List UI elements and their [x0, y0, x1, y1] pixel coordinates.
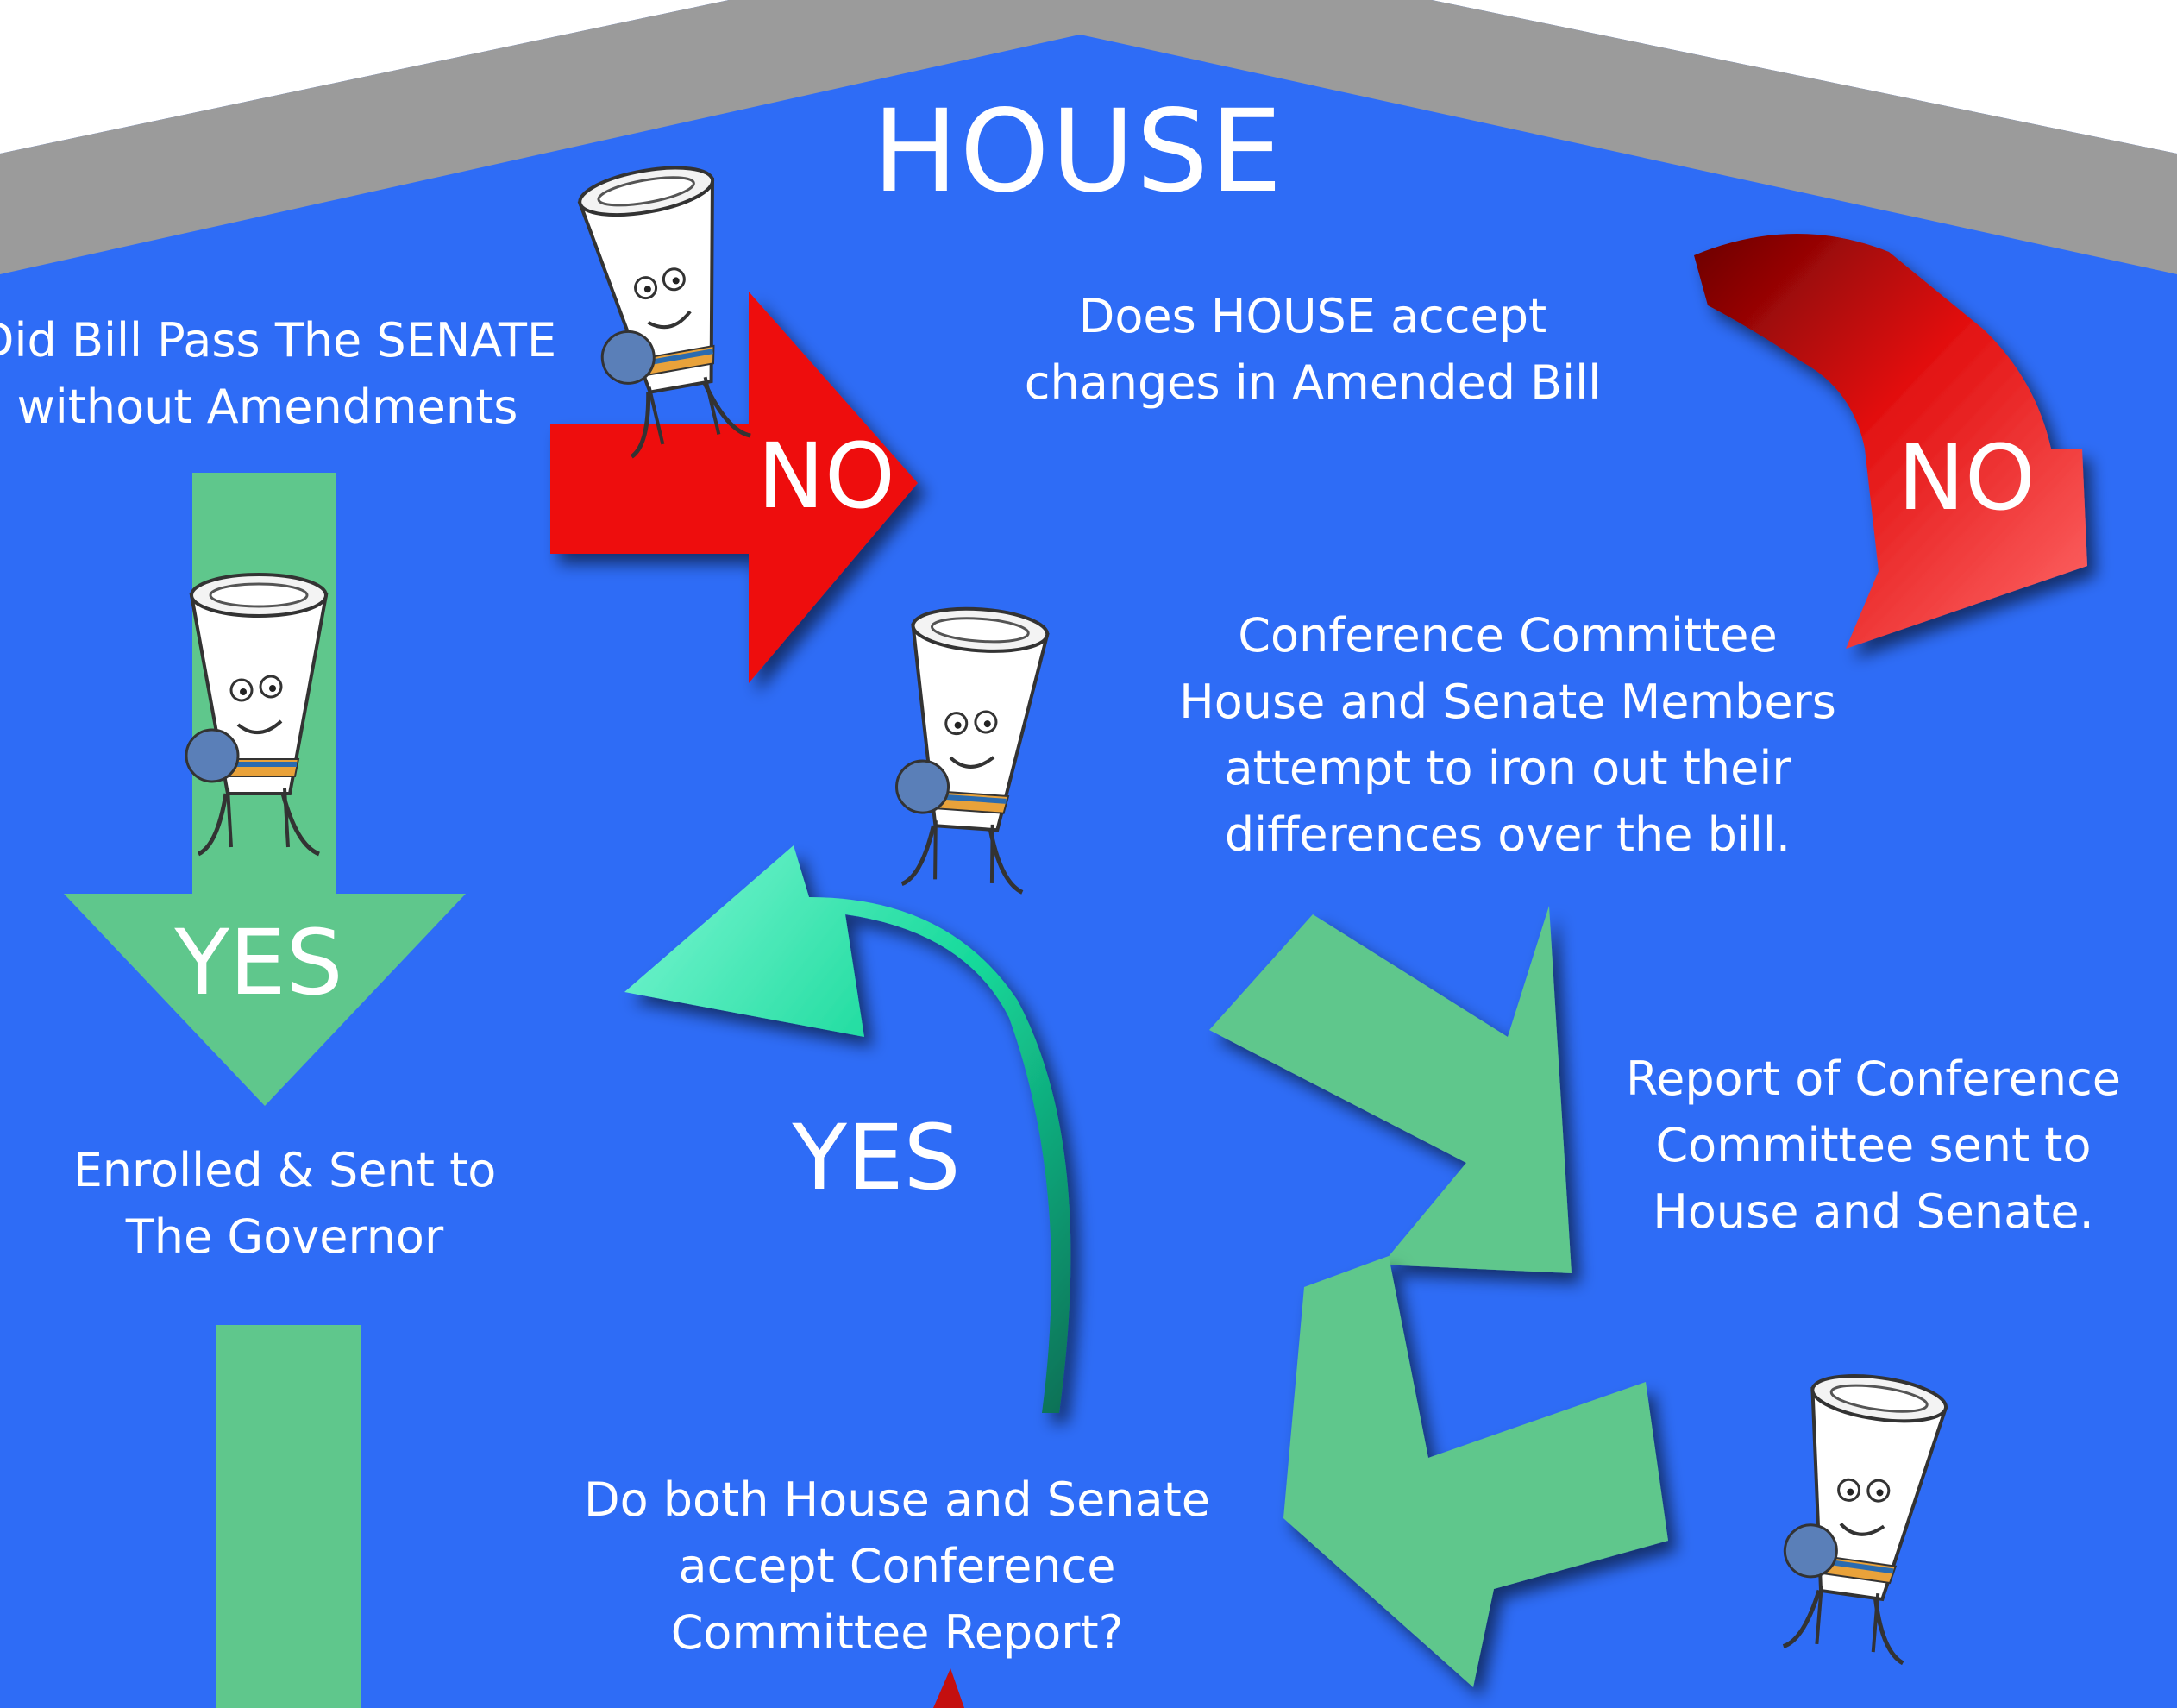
- yes-arrow-head-left: [64, 894, 466, 1106]
- diagram-title: HOUSE: [872, 85, 1284, 218]
- no-label-right: NO: [1898, 425, 2036, 531]
- enrolled-label: Enrolled & Sent to The Governor: [72, 1143, 497, 1264]
- no-label-left: NO: [757, 424, 895, 529]
- senate-question-label: Did Bill Pass The SENATE without Amendme…: [0, 313, 557, 434]
- yes-arrow-curved: [624, 845, 1071, 1413]
- house-roof: [0, 0, 2177, 274]
- chevron-arrow-down-left: [1283, 1256, 1668, 1687]
- no-arrow-right: [550, 292, 918, 683]
- green-bar-bottom-left: [216, 1325, 361, 1708]
- both-accept-label: Do both House and Senate accept Conferen…: [583, 1473, 1211, 1660]
- conference-committee-label: Conference Committee House and Senate Me…: [1179, 608, 1836, 862]
- no-arrow-curved: [1694, 233, 2087, 649]
- yes-label-left: YES: [174, 910, 343, 1015]
- yes-label-center: YES: [792, 1105, 961, 1210]
- house-question-label: Does HOUSE accept changes in Amended Bil…: [1024, 289, 1602, 410]
- chevron-arrow-down-right: [1209, 906, 1572, 1273]
- red-arrow-tip-bottom: [933, 1668, 964, 1708]
- report-label: Report of Conference Committee sent to H…: [1626, 1052, 2121, 1239]
